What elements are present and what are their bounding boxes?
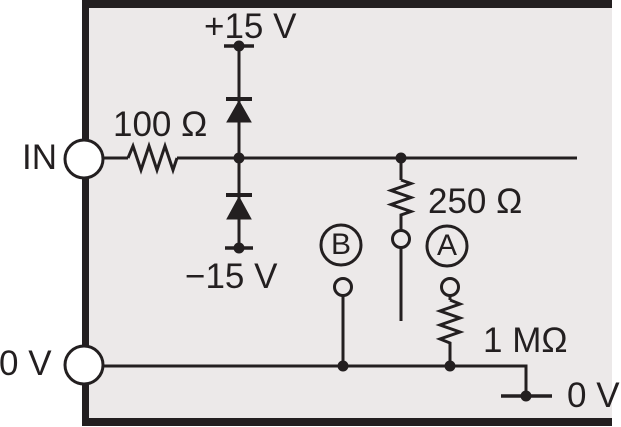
- zero-v-terminal-circle: [63, 344, 105, 386]
- series-resistor-probe-circle: [391, 229, 411, 249]
- minus15-terminal-dot: [233, 242, 245, 254]
- plus15-terminal-dot: [233, 40, 245, 52]
- bottom-diode-triangle: [226, 195, 252, 220]
- in-terminal-circle: [63, 138, 105, 180]
- probe-b-label: B: [330, 228, 351, 261]
- probe-b-circle: [319, 223, 363, 267]
- series-resistor-label: 250 Ω: [428, 182, 523, 221]
- series-resistor-zigzag: [386, 178, 416, 231]
- zero-v-terminal-dot: [520, 390, 532, 402]
- probe-a-label: A: [436, 229, 457, 262]
- circuit-panel: [82, 0, 612, 426]
- probe-b-point-circle: [333, 277, 353, 297]
- input-node-junction-dot: [233, 152, 245, 164]
- input-resistor-zigzag: [126, 141, 179, 175]
- input-resistor-label: 100 Ω: [113, 105, 208, 144]
- shunt-resistor-zigzag: [435, 298, 465, 347]
- in-terminal-label: IN: [22, 138, 57, 177]
- probe-a-point-circle: [440, 277, 460, 297]
- minus15-label: −15 V: [185, 257, 278, 296]
- zero-v-right-label: 0 V: [567, 376, 620, 415]
- ground-rail-wire: [103, 364, 528, 396]
- top-diode-triangle: [226, 99, 252, 123]
- zero-v-left-label: 0 V: [0, 344, 52, 383]
- shunt-resistor-label: 1 MΩ: [483, 321, 568, 360]
- plus15-label: +15 V: [204, 7, 297, 46]
- probe-a-circle: [425, 224, 469, 268]
